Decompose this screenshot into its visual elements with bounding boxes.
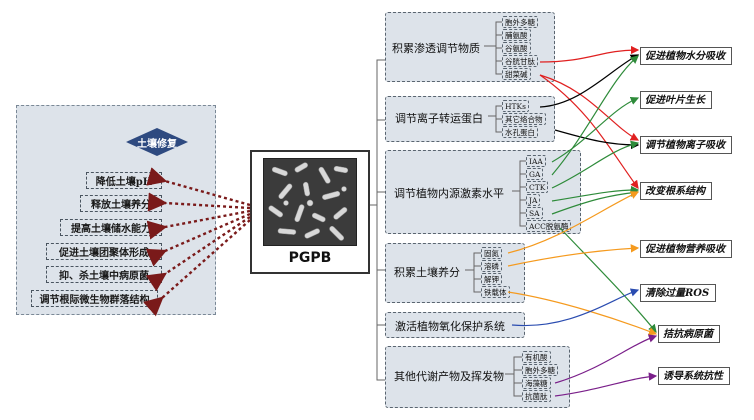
effect-box: 诱导系统抗性 xyxy=(658,367,730,385)
effect-box: 拮抗病原菌 xyxy=(658,325,720,343)
mechanism-title: 其他代谢产物及挥发物 xyxy=(394,370,504,383)
soil-item: 释放土壤养分 xyxy=(80,195,162,212)
mechanism-sub: 谷胱甘肽 xyxy=(502,55,538,67)
mechanism-sub: 固氮 xyxy=(481,247,502,259)
effect-box: 调节植物离子吸收 xyxy=(640,136,732,154)
mechanism-sub: HTKs xyxy=(502,100,529,112)
effect-box: 促进叶片生长 xyxy=(640,91,712,109)
effect-box: 促进植物营养吸收 xyxy=(640,240,732,258)
soil-repair-title: 土壤修复 xyxy=(137,138,177,150)
mechanism-sub: 胞外多糖 xyxy=(522,364,558,376)
mechanism-title: 调节离子转运蛋白 xyxy=(395,112,483,125)
mechanism-sub: 抗菌肽 xyxy=(522,390,551,402)
mechanism-title: 调节植物内源激素水平 xyxy=(394,187,504,200)
mechanism-group-antioxidant xyxy=(385,312,525,338)
mechanism-sub: 其它络合物 xyxy=(502,113,546,125)
mechanism-sub: 水孔蛋白 xyxy=(502,126,538,138)
mechanism-title: 积累土壤养分 xyxy=(394,266,460,279)
mechanism-sub: ACC脱氨酶 xyxy=(526,220,572,232)
mechanism-sub: 脯氨酸 xyxy=(502,29,531,41)
mechanism-sub: 海藻糖 xyxy=(522,377,551,389)
mechanism-sub: 解钾 xyxy=(481,273,502,285)
mechanism-group-hormone xyxy=(385,150,581,234)
mechanism-sub: 溶磷 xyxy=(481,260,502,272)
mechanism-sub: 胞外多糖 xyxy=(502,16,538,28)
soil-item: 促进土壤团聚体形成 xyxy=(46,243,162,260)
mechanism-sub: 有机酸 xyxy=(522,351,551,363)
mechanism-sub: CTK xyxy=(526,181,549,193)
effect-box: 清除过量ROS xyxy=(640,284,717,302)
mechanism-sub: 谷氨酸 xyxy=(502,42,531,54)
mechanism-sub: 甜菜碱 xyxy=(502,68,531,80)
effect-box: 促进植物水分吸收 xyxy=(640,47,732,65)
mechanism-sub: GA xyxy=(526,168,544,180)
bacteria-micrograph xyxy=(263,158,357,246)
mechanism-sub: SA xyxy=(526,207,543,219)
mechanism-sub: 铁载体 xyxy=(481,286,510,298)
mechanism-sub: JA xyxy=(526,194,541,206)
pgpb-label: PGPB xyxy=(288,250,332,266)
mechanism-title: 积累渗透调节物质 xyxy=(392,42,480,55)
effect-box: 改变根系结构 xyxy=(640,182,712,200)
mechanism-sub: IAA xyxy=(526,155,546,167)
mechanism-title: 激活植物氧化保护系统 xyxy=(395,320,505,333)
